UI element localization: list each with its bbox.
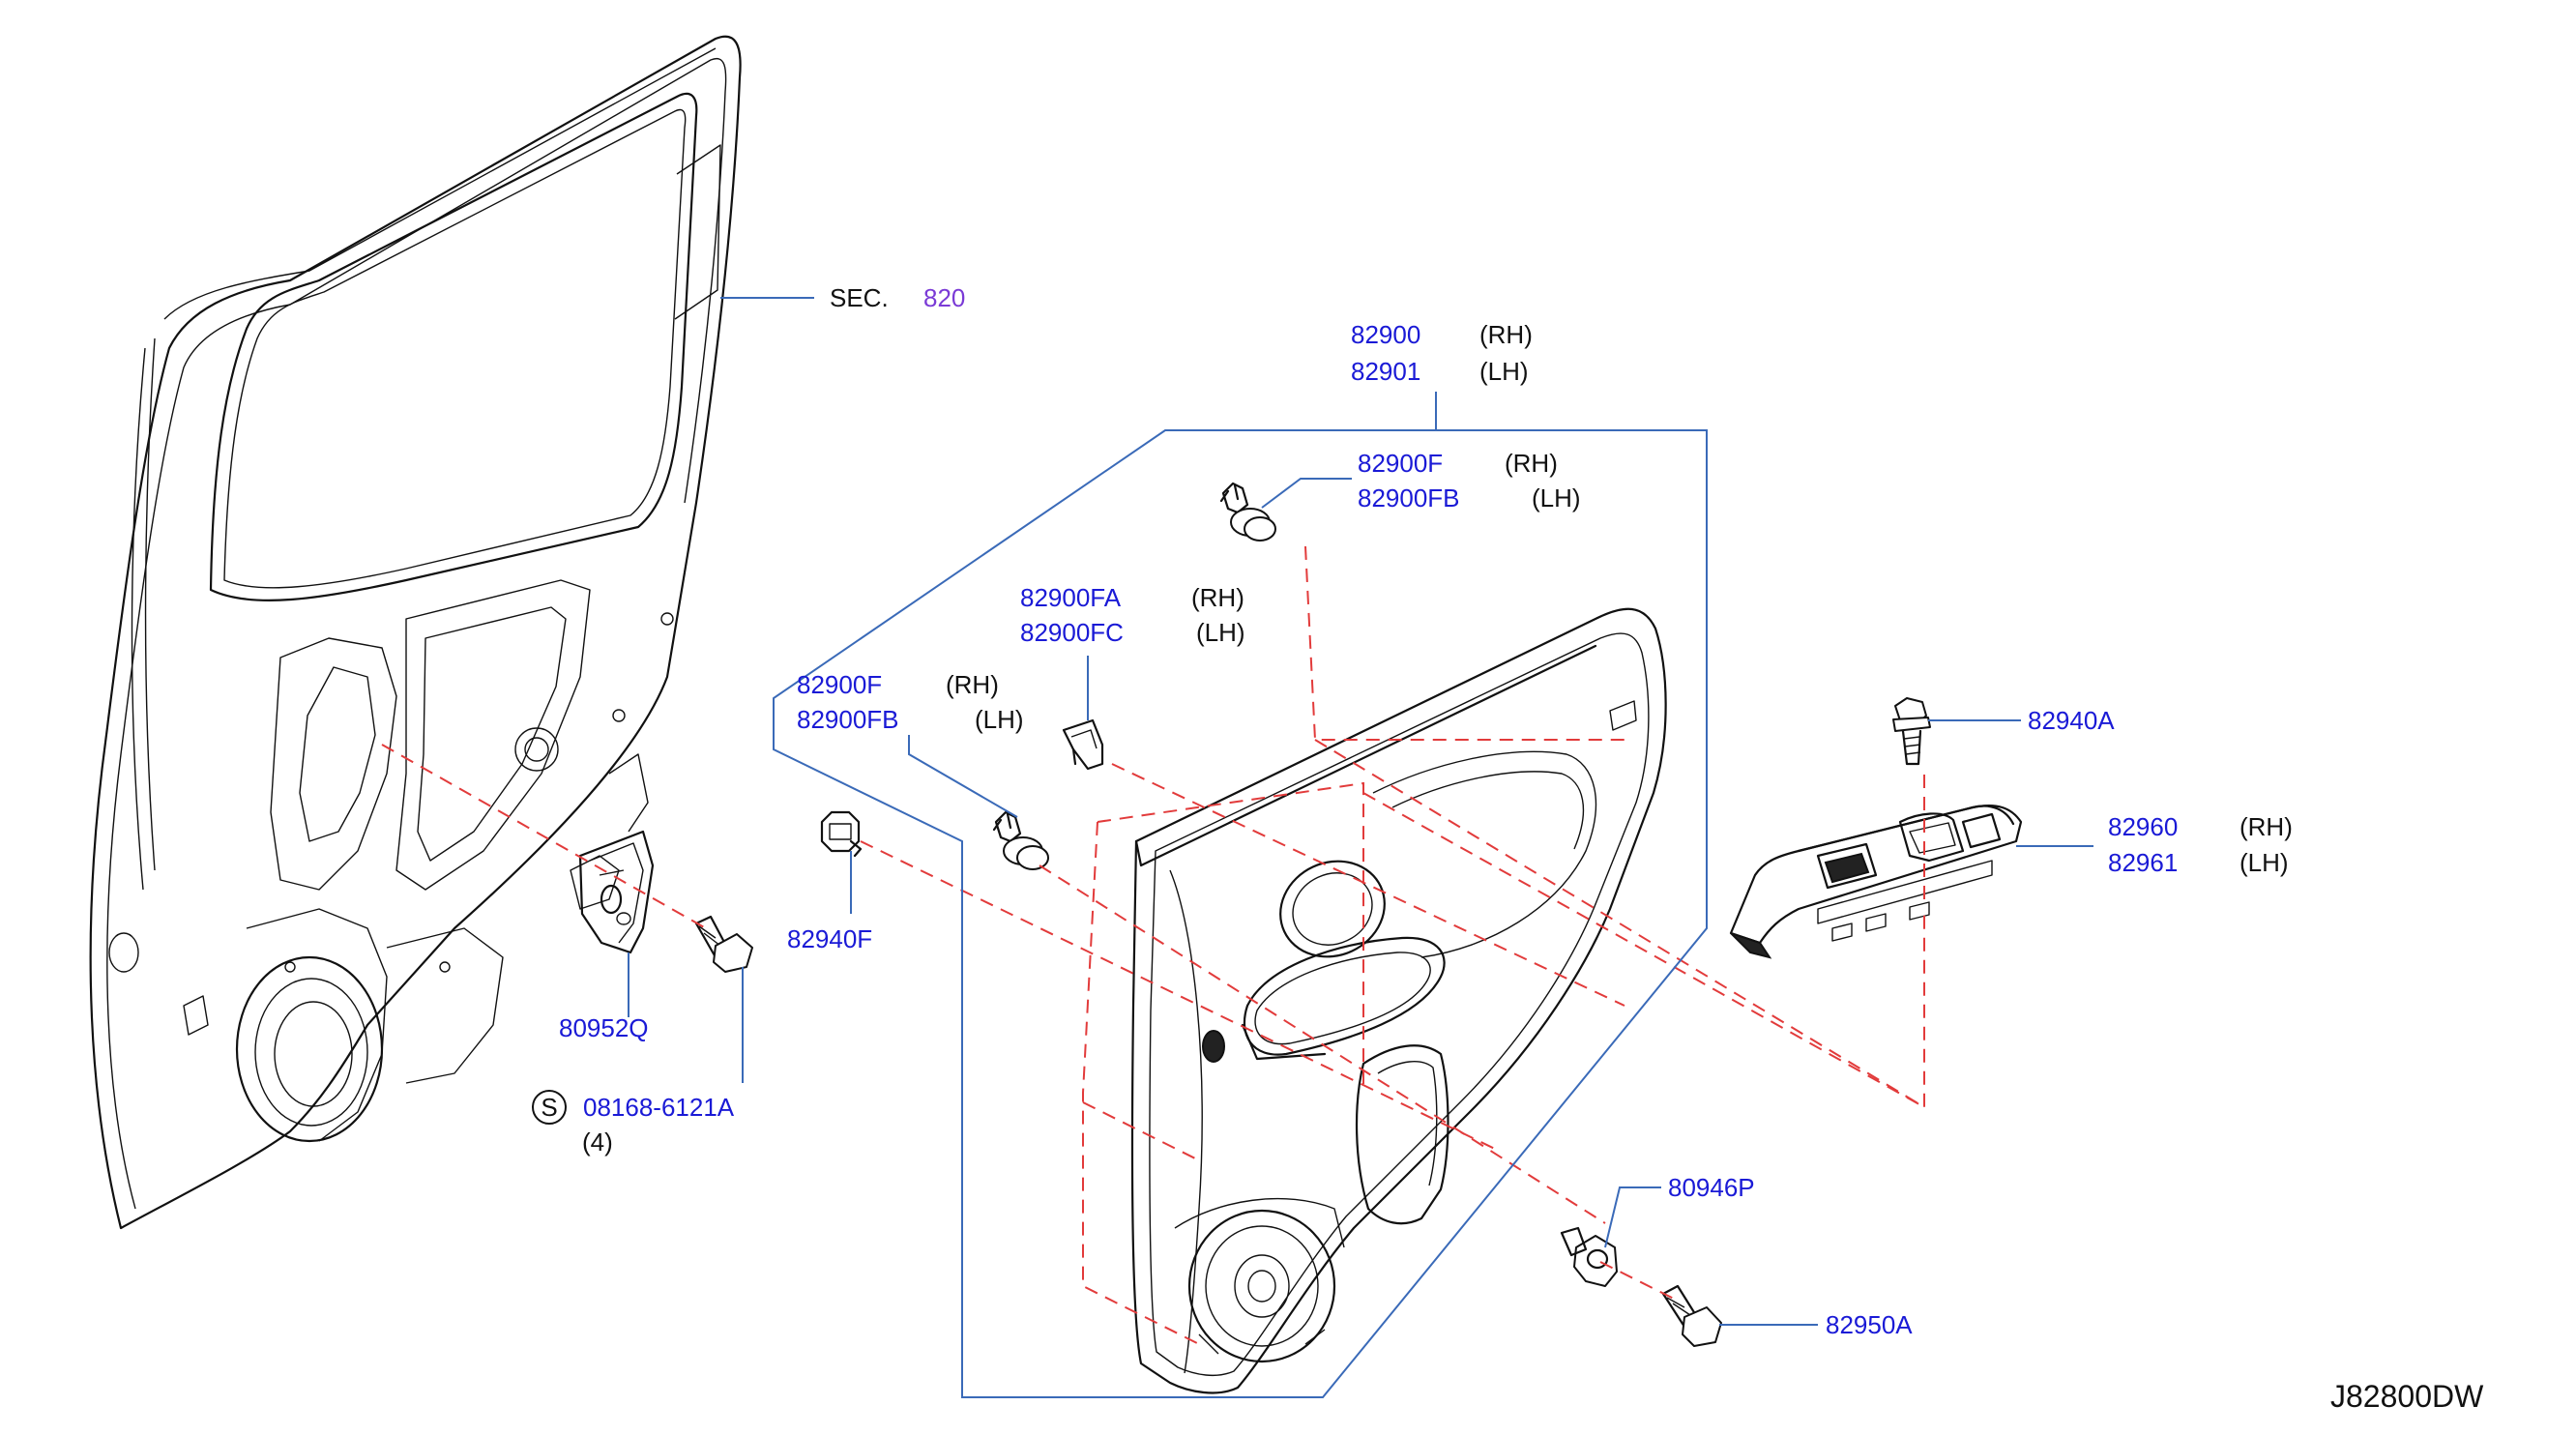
screw-82950a bbox=[1661, 1284, 1722, 1347]
clip-top-rh-side: (RH) bbox=[1505, 449, 1558, 478]
clip-fa-rh-side: (RH) bbox=[1191, 583, 1244, 612]
clip-top-rh-part[interactable]: 82900F bbox=[1358, 449, 1443, 478]
screw-qty: (4) bbox=[582, 1128, 613, 1157]
door-inner-panel bbox=[89, 35, 742, 1230]
switch-finisher bbox=[1729, 805, 2023, 959]
clip-top-lh-part[interactable]: 82900FB bbox=[1358, 483, 1460, 512]
trim-main-rh-side: (RH) bbox=[1479, 320, 1533, 349]
bolt-82940a bbox=[1892, 697, 1931, 766]
screw-part[interactable]: 08168-6121A bbox=[583, 1093, 735, 1122]
screw-symbol: S bbox=[541, 1093, 557, 1122]
switch-finisher-rh-part[interactable]: 82960 bbox=[2108, 812, 2178, 841]
clip-82900fa bbox=[1062, 718, 1104, 771]
switch-finisher-rh-side: (RH) bbox=[2239, 812, 2293, 841]
clip-82940f-part[interactable]: 82940F bbox=[787, 924, 872, 953]
section-prefix: SEC. bbox=[830, 283, 889, 312]
trim-main-lh-side: (LH) bbox=[1479, 357, 1529, 386]
diagram-code: J82800DW bbox=[2330, 1379, 2484, 1414]
clip-left-rh-part[interactable]: 82900F bbox=[797, 670, 882, 699]
bolt-82940a-part[interactable]: 82940A bbox=[2028, 706, 2115, 735]
grommet-80946p bbox=[1560, 1226, 1618, 1287]
trim-main-lh-part[interactable]: 82901 bbox=[1351, 357, 1420, 386]
leader-lines bbox=[628, 297, 2093, 1326]
bracket-part[interactable]: 80952Q bbox=[559, 1013, 649, 1042]
grommet-part[interactable]: 80946P bbox=[1668, 1173, 1755, 1202]
switch-finisher-lh-side: (LH) bbox=[2239, 848, 2289, 877]
trim-assembly-box bbox=[773, 429, 1708, 1398]
clip-82940f bbox=[820, 810, 863, 858]
screw-symbol-circle bbox=[532, 1090, 567, 1125]
assembly-lines bbox=[381, 545, 1925, 1345]
clip-82900f-top bbox=[1219, 482, 1276, 542]
clip-left-lh-part[interactable]: 82900FB bbox=[797, 705, 899, 734]
screw-82950a-part[interactable]: 82950A bbox=[1826, 1310, 1913, 1339]
clip-82900f-left bbox=[992, 810, 1049, 870]
clip-left-lh-side: (LH) bbox=[975, 705, 1024, 734]
clip-left-rh-side: (RH) bbox=[946, 670, 999, 699]
clip-top-lh-side: (LH) bbox=[1532, 483, 1581, 512]
clip-fa-lh-part[interactable]: 82900FC bbox=[1020, 618, 1124, 647]
bracket-80952q bbox=[578, 830, 655, 954]
screw-08168-6121a bbox=[694, 915, 753, 973]
trim-main-rh-part[interactable]: 82900 bbox=[1351, 320, 1420, 349]
section-number[interactable]: 820 bbox=[923, 283, 965, 312]
clip-fa-lh-side: (LH) bbox=[1196, 618, 1245, 647]
clip-fa-rh-part[interactable]: 82900FA bbox=[1020, 583, 1122, 612]
switch-finisher-lh-part[interactable]: 82961 bbox=[2108, 848, 2178, 877]
